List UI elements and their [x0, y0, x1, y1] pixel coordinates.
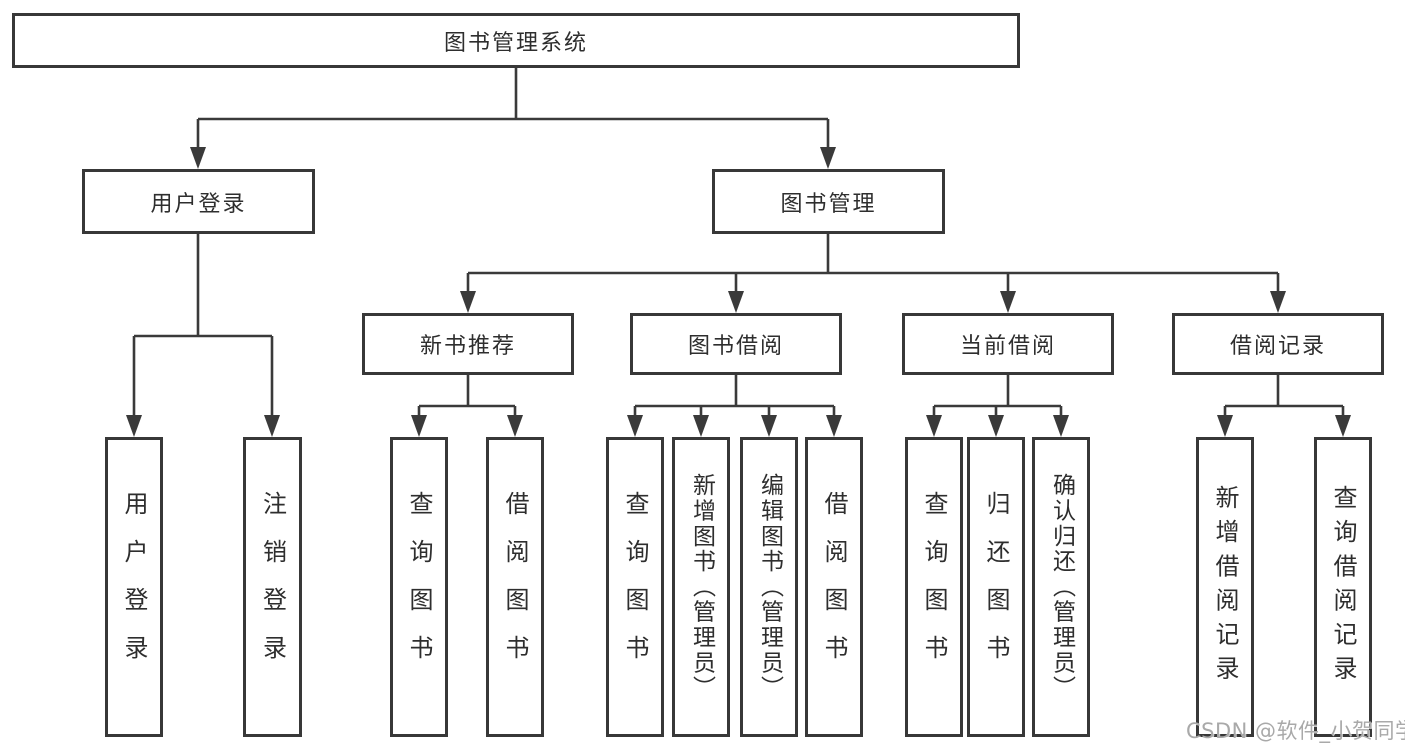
arrowhead	[988, 415, 1004, 437]
node-leaf-logout: 注销登录	[243, 437, 302, 737]
node-label: 编辑图书（管理员）	[756, 473, 783, 701]
node-leaf-return-book: 归还图书	[967, 437, 1025, 737]
arrowhead	[507, 415, 523, 437]
node-label: 查询图书	[920, 491, 948, 683]
arrowhead	[126, 415, 142, 437]
node-label: 查询借阅记录	[1329, 484, 1357, 690]
node-leaf-query-book-3: 查询图书	[905, 437, 963, 737]
node-borrow-records: 借阅记录	[1172, 313, 1384, 375]
node-label: 用户登录	[120, 491, 148, 683]
node-book-borrow: 图书借阅	[630, 313, 842, 375]
node-current-borrow: 当前借阅	[902, 313, 1114, 375]
arrowhead	[627, 415, 643, 437]
node-label: 当前借阅	[959, 334, 1056, 359]
arrowhead	[926, 415, 942, 437]
node-label: 图书管理	[780, 191, 877, 217]
arrowhead	[820, 147, 836, 169]
watermark-text: CSDN @软件_小贺同学	[1186, 719, 1405, 743]
node-label: 图书借阅	[687, 334, 784, 359]
node-label: 借阅图书	[501, 491, 529, 683]
node-leaf-user-login: 用户登录	[105, 437, 163, 737]
arrowhead	[761, 415, 777, 437]
node-book-management: 图书管理	[712, 169, 945, 234]
node-label: 新增借阅记录	[1211, 484, 1239, 690]
connector-root-to-level2	[190, 68, 836, 169]
arrowhead	[264, 415, 280, 437]
node-label: 新增图书（管理员）	[688, 473, 715, 701]
node-leaf-borrow-book-1: 借阅图书	[486, 437, 544, 737]
node-user-login: 用户登录	[82, 169, 315, 234]
arrowhead	[1335, 415, 1351, 437]
node-leaf-add-borrow-record: 新增借阅记录	[1196, 437, 1254, 737]
node-leaf-edit-book-admin: 编辑图书（管理员）	[740, 437, 798, 737]
connector-new-book-recommend-children	[411, 375, 523, 437]
node-label: 新书推荐	[419, 334, 516, 359]
node-label: 确认归还（管理员）	[1048, 473, 1075, 701]
node-leaf-query-borrow-record: 查询借阅记录	[1314, 437, 1372, 737]
arrowhead	[1217, 415, 1233, 437]
arrowhead	[1053, 415, 1069, 437]
node-leaf-query-book-2: 查询图书	[606, 437, 664, 737]
node-label: 查询图书	[621, 491, 649, 683]
arrowhead	[826, 415, 842, 437]
node-label: 借阅图书	[820, 491, 848, 683]
connector-book-borrow-children	[627, 375, 842, 437]
node-label: 借阅记录	[1229, 334, 1326, 359]
arrowhead	[693, 415, 709, 437]
node-label: 注销登录	[258, 491, 287, 683]
arrowhead	[460, 291, 476, 313]
node-leaf-add-book-admin: 新增图书（管理员）	[672, 437, 730, 737]
arrowhead	[411, 415, 427, 437]
connector-current-borrow-children	[926, 375, 1069, 437]
node-library-management-system: 图书管理系统	[12, 13, 1020, 68]
node-label: 用户登录	[150, 191, 247, 217]
node-leaf-borrow-book-2: 借阅图书	[805, 437, 863, 737]
connector-user-login-children	[126, 234, 280, 437]
node-label: 查询图书	[405, 491, 433, 683]
node-leaf-confirm-return-admin: 确认归还（管理员）	[1032, 437, 1090, 737]
connector-borrow-records-children	[1217, 375, 1351, 437]
connector-book-management-children	[460, 234, 1286, 313]
arrowhead	[1000, 291, 1016, 313]
node-leaf-query-book-1: 查询图书	[390, 437, 448, 737]
arrowhead	[1270, 291, 1286, 313]
node-label: 图书管理系统	[443, 30, 588, 56]
node-label: 归还图书	[982, 491, 1010, 683]
arrowhead	[728, 291, 744, 313]
node-new-book-recommend: 新书推荐	[362, 313, 574, 375]
arrowhead	[190, 147, 206, 169]
